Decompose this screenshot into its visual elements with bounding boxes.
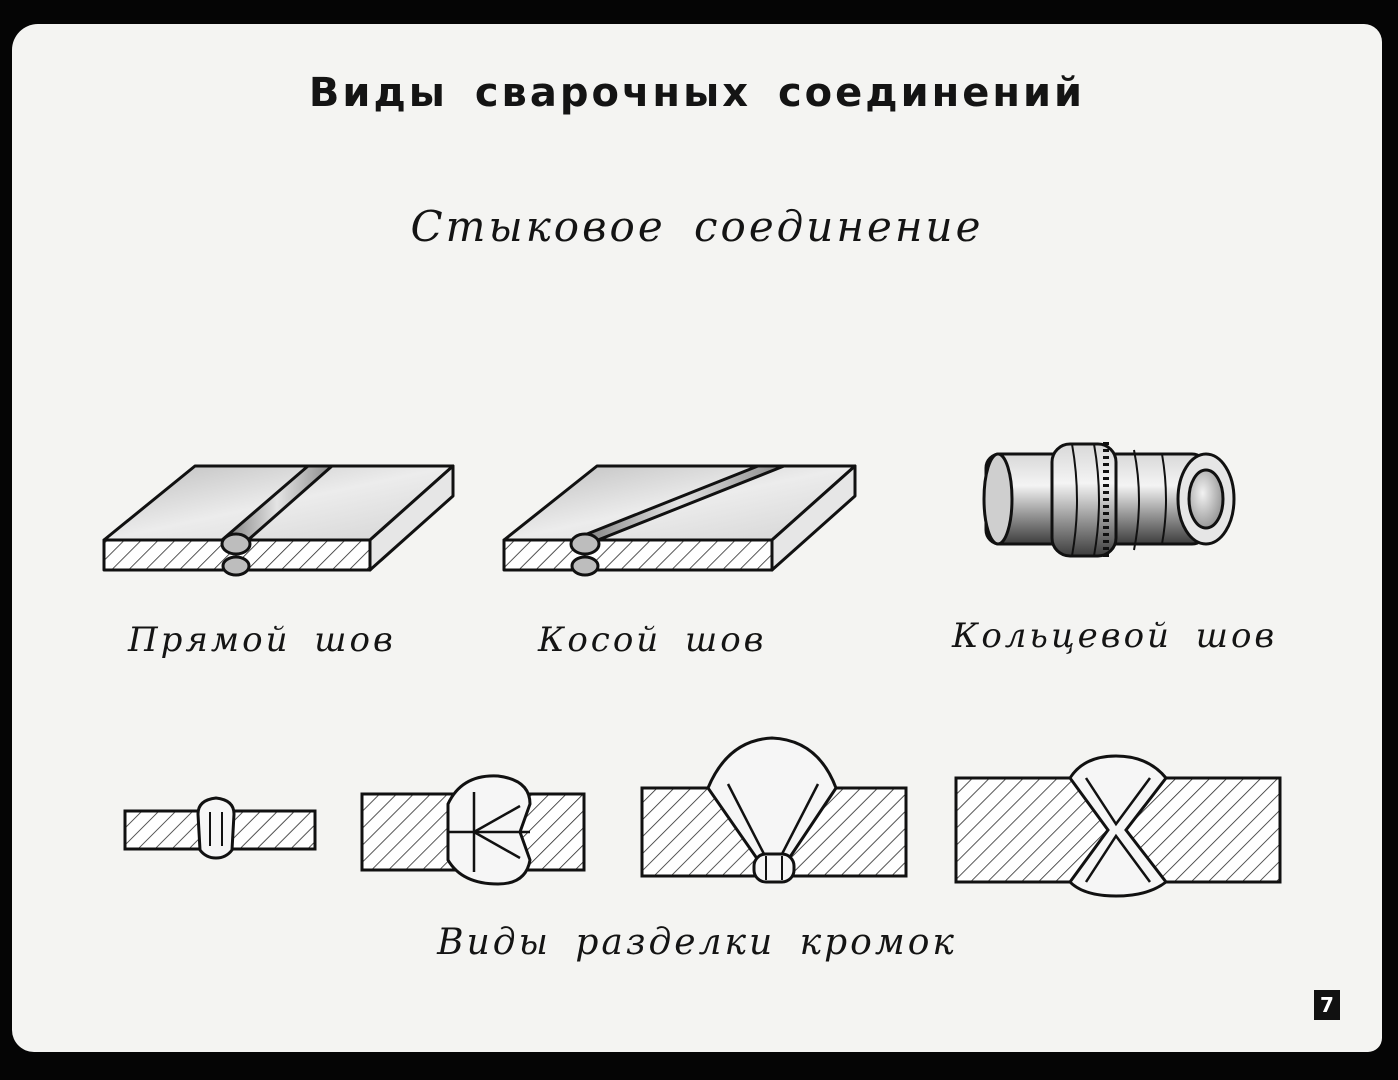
slide: Виды сварочных соединений Стыковое соеди… (12, 24, 1382, 1052)
straight-seam-plates-icon (102, 464, 455, 577)
oblique-seam-plates-icon (502, 464, 857, 577)
ring-seam-pipe-icon (982, 442, 1236, 558)
no-bevel-edge-icon (123, 796, 317, 860)
section-subtitle: Стыковое соединение (410, 202, 984, 251)
caption-oblique-seam: Косой шов (538, 620, 767, 660)
double-v-bevel-edge-icon (954, 754, 1282, 898)
x-bevel-edge-icon (360, 774, 586, 886)
illustration-layer (102, 442, 1282, 898)
caption-straight-seam: Прямой шов (128, 620, 396, 660)
slide-number-badge: 7 (1314, 990, 1340, 1020)
page-title: Виды сварочных соединений (308, 70, 1086, 116)
caption-edge-preparation: Виды разделки кромок (437, 922, 957, 963)
caption-ring-seam: Кольцевой шов (952, 616, 1278, 656)
v-bevel-edge-icon (640, 736, 908, 884)
